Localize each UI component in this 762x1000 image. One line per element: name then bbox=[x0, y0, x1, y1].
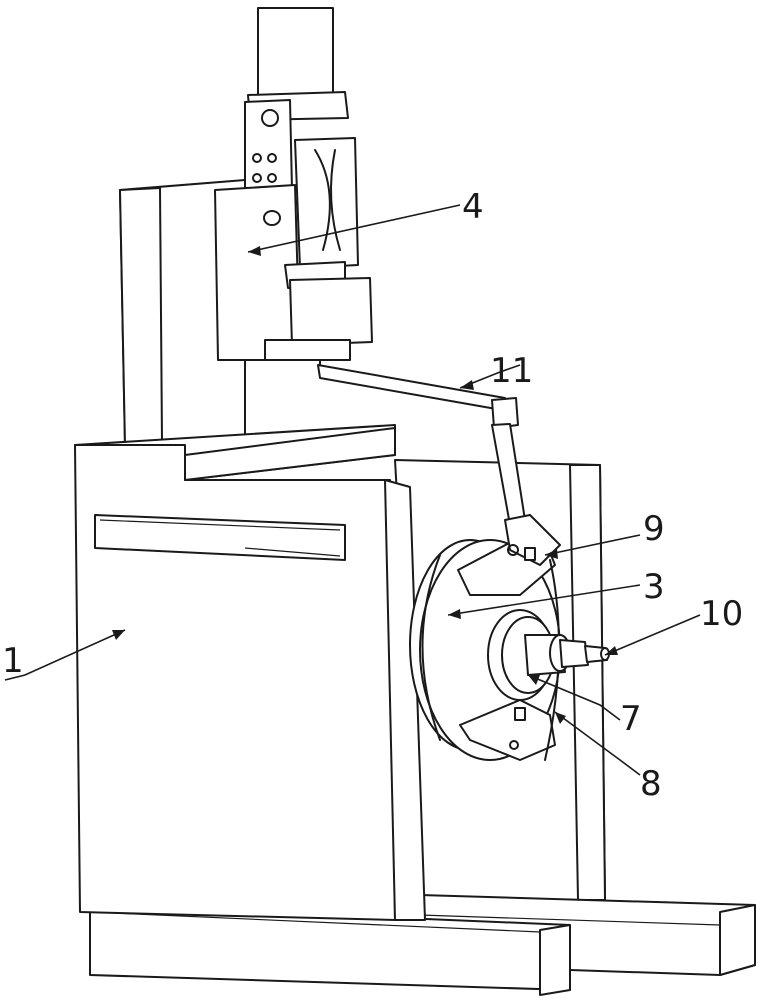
label-3: 3 bbox=[643, 567, 665, 607]
label-10: 10 bbox=[700, 594, 743, 634]
labels: 1 3 4 7 8 9 10 11 bbox=[2, 187, 743, 804]
leaders bbox=[4, 204, 701, 776]
press-head bbox=[214, 7, 373, 373]
main-frame bbox=[74, 424, 426, 921]
label-9: 9 bbox=[643, 509, 665, 549]
label-1: 1 bbox=[2, 641, 24, 681]
linkage-arm bbox=[317, 364, 526, 526]
label-7: 7 bbox=[620, 699, 642, 739]
clamp-upper bbox=[457, 514, 561, 596]
label-11: 11 bbox=[490, 351, 533, 391]
label-4: 4 bbox=[462, 187, 484, 227]
base-rail-left bbox=[89, 904, 571, 996]
rear-column bbox=[119, 179, 246, 446]
label-8: 8 bbox=[640, 764, 662, 804]
